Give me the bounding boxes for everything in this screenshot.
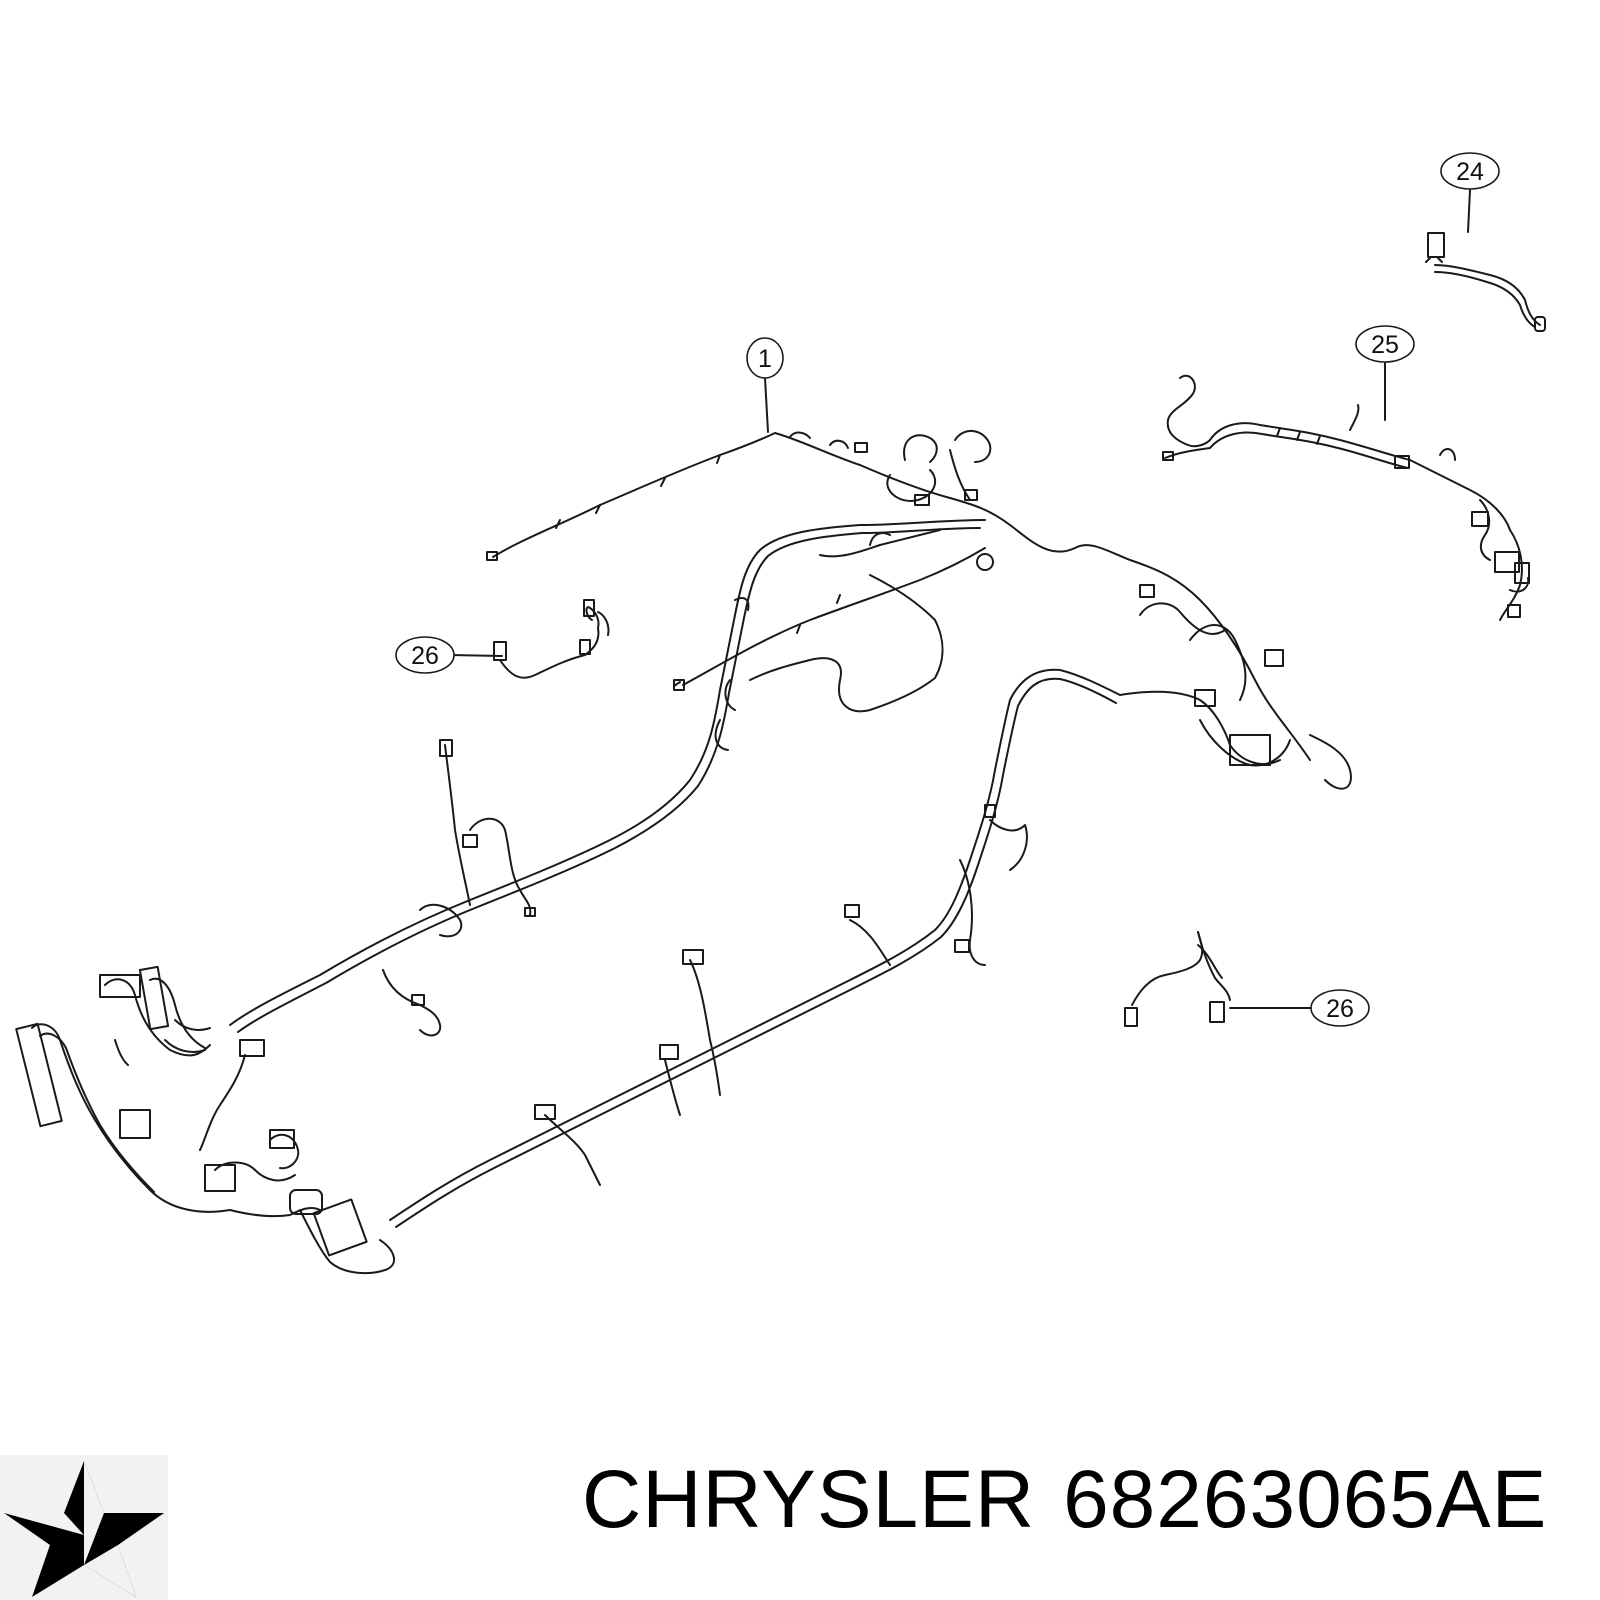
main-harness-middle-loop [673, 529, 994, 713]
main-harness-left-run [229, 519, 986, 1037]
sensor-lead-26-right [1124, 931, 1231, 1027]
part-caption: CHRYSLER 68263065AE [582, 1440, 1592, 1560]
callout-26-right-label: 26 [1326, 995, 1354, 1023]
brand-name: CHRYSLER [582, 1454, 1036, 1545]
callout-26-left-label: 26 [411, 642, 439, 670]
chrysler-pentastar-icon [0, 1455, 168, 1600]
callout-leader-lines [449, 189, 1471, 1009]
harness-item-24 [1425, 232, 1546, 332]
part-number: 68263065AE [1063, 1454, 1548, 1545]
sensor-lead-26-left [493, 599, 610, 679]
callout-26-right: 26 [1310, 989, 1370, 1027]
callout-25-label: 25 [1371, 331, 1399, 359]
callout-24: 24 [1440, 152, 1500, 190]
callout-26-left: 26 [395, 636, 455, 674]
callout-1: 1 [746, 337, 784, 379]
wiring-harness-diagram: 1 24 25 26 26 [15, 152, 1546, 1275]
main-harness-lower-run [389, 584, 1291, 1228]
harness-left-end-cluster [15, 965, 395, 1275]
callout-24-label: 24 [1456, 158, 1484, 186]
callout-1-label: 1 [758, 345, 772, 373]
harness-item-25 [1162, 374, 1530, 621]
callout-25: 25 [1355, 325, 1415, 363]
main-harness-upper-branch [486, 430, 1352, 790]
